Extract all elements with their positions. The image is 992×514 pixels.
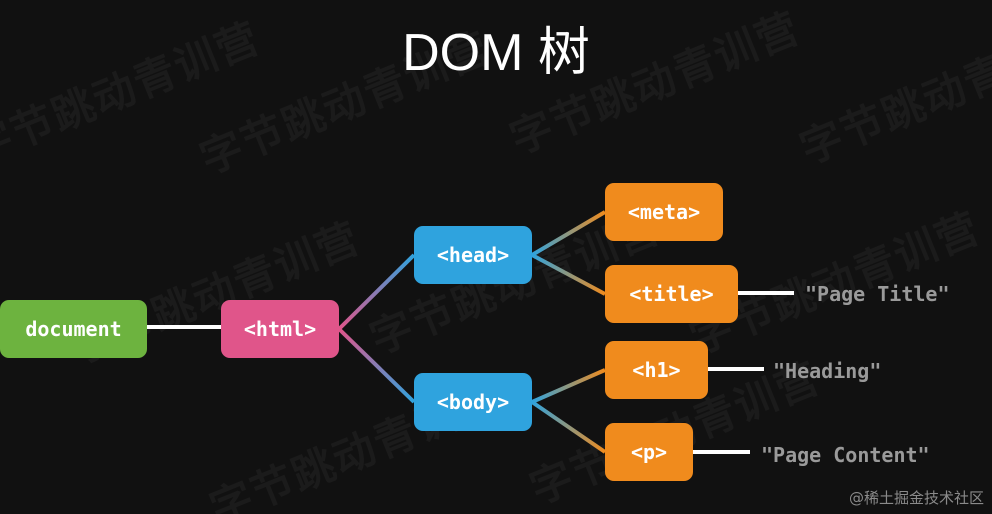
edge-head-meta: [530, 210, 607, 257]
page-title: DOM 树: [402, 24, 590, 82]
node-head: <head>: [414, 226, 532, 284]
text-node-heading: "Heading": [773, 359, 882, 383]
edge-body-h1: [531, 368, 606, 404]
node-h1: <h1>: [605, 341, 708, 399]
edge-html-body: [337, 327, 416, 404]
text-node-page-title: "Page Title": [805, 282, 950, 306]
node-body: <body>: [414, 373, 532, 431]
text-node-page-content: "Page Content": [761, 443, 930, 467]
edge-head-title: [531, 253, 606, 296]
node-document: document: [0, 300, 147, 358]
edge-html-head: [337, 253, 416, 331]
node-meta: <meta>: [605, 183, 723, 241]
node-html: <html>: [221, 300, 339, 358]
node-title: <title>: [605, 265, 738, 323]
edge-body-p: [530, 400, 607, 454]
node-p: <p>: [605, 423, 693, 481]
source-credit: @稀土掘金技术社区: [848, 489, 984, 507]
